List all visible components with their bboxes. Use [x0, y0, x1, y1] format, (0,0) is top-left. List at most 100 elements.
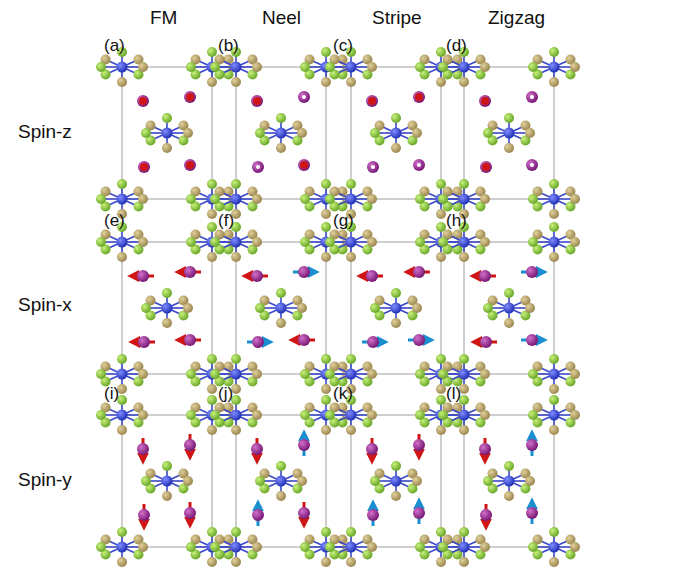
ligand-atom: [207, 47, 217, 57]
ligand-atom: [96, 237, 106, 247]
ligand-atom: [415, 369, 425, 379]
magnetic-atom: [184, 439, 196, 451]
magnetic-atom: [252, 161, 264, 173]
ligand-atom: [346, 77, 356, 87]
ligand-atom: [117, 179, 127, 189]
ligand-atom: [549, 384, 559, 394]
ligand-atom: [321, 557, 331, 567]
ligand-atom: [483, 303, 493, 313]
ligand-atom: [528, 542, 538, 552]
ligand-atom: [436, 384, 446, 394]
ligand-atom: [325, 194, 335, 204]
metal-atom: [459, 237, 470, 248]
ligand-atom: [117, 252, 127, 262]
ligand-atom: [207, 425, 217, 435]
ligand-atom: [346, 179, 356, 189]
ligand-atom: [325, 62, 335, 72]
ligand-atom: [480, 62, 490, 72]
ligand-atom: [210, 369, 220, 379]
magnetic-atom: [526, 507, 538, 519]
ligand-atom: [436, 395, 446, 405]
spin-up-mark: [140, 163, 148, 171]
column-header: Neel: [262, 8, 301, 27]
metal-atom: [231, 410, 242, 421]
ligand-atom: [297, 303, 307, 313]
metal-atom: [459, 62, 470, 73]
magnetic-atom: [526, 266, 538, 278]
ligand-atom: [346, 557, 356, 567]
metal-atom: [346, 237, 357, 248]
ligand-atom: [96, 542, 106, 552]
metal-atom: [549, 542, 560, 553]
ligand-atom: [321, 527, 331, 537]
spin-down-mark: [371, 165, 375, 169]
ligand-atom: [391, 461, 401, 471]
ligand-atom: [252, 542, 262, 552]
ligand-atom: [252, 62, 262, 72]
metal-atom: [276, 476, 287, 487]
ligand-atom: [321, 222, 331, 232]
ligand-atom: [325, 369, 335, 379]
ligand-atom: [549, 222, 559, 232]
magnetic-atom: [413, 334, 425, 346]
ligand-atom: [207, 77, 217, 87]
metal-atom: [231, 237, 242, 248]
ligand-atom: [252, 369, 262, 379]
unit-cell: [122, 415, 212, 547]
magnetic-atom: [413, 91, 425, 103]
magnetic-atom: [137, 95, 149, 107]
metal-atom: [391, 303, 402, 314]
ligand-atom: [459, 252, 469, 262]
panel-letter: (j): [218, 385, 233, 402]
magnetic-atom: [479, 95, 491, 107]
ligand-atom: [231, 527, 241, 537]
spin-down-mark: [417, 163, 421, 167]
ligand-atom: [276, 113, 286, 123]
ligand-atom: [480, 369, 490, 379]
ligand-atom: [436, 222, 446, 232]
ligand-atom: [528, 410, 538, 420]
ligand-atom: [391, 113, 401, 123]
ligand-atom: [504, 461, 514, 471]
ligand-atom: [138, 62, 148, 72]
magnetic-atom: [413, 159, 425, 171]
ligand-atom: [252, 237, 262, 247]
metal-atom: [549, 62, 560, 73]
spin-up-mark: [253, 97, 261, 105]
magnetic-atom: [367, 509, 379, 521]
structure-panel: [325, 47, 467, 219]
unit-cell: [122, 67, 212, 199]
ligand-atom: [207, 252, 217, 262]
ligand-atom: [141, 476, 151, 486]
metal-atom: [549, 237, 560, 248]
ligand-atom: [117, 77, 127, 87]
ligand-atom: [528, 194, 538, 204]
ligand-atom: [549, 557, 559, 567]
ligand-atom: [459, 527, 469, 537]
magnetic-atom: [184, 159, 196, 171]
unit-cell: [236, 67, 326, 199]
panel-letter: (h): [446, 212, 467, 229]
ligand-atom: [438, 194, 448, 204]
ligand-atom: [480, 237, 490, 247]
ligand-atom: [438, 410, 448, 420]
structure-panel: [210, 222, 352, 394]
ligand-atom: [162, 113, 172, 123]
spin-up-mark: [186, 93, 194, 101]
magnetic-atom: [480, 509, 492, 521]
unit-cell: [464, 242, 554, 374]
unit-cell: [464, 415, 554, 547]
ligand-atom: [504, 491, 514, 501]
panel-letter: (d): [446, 37, 467, 54]
ligand-atom: [300, 410, 310, 420]
ligand-atom: [391, 143, 401, 153]
ligand-atom: [370, 128, 380, 138]
ligand-atom: [570, 237, 580, 247]
ligand-atom: [210, 237, 220, 247]
magnetic-atom: [138, 161, 150, 173]
ligand-atom: [207, 209, 217, 219]
ligand-atom: [186, 62, 196, 72]
ligand-atom: [138, 194, 148, 204]
ligand-atom: [459, 557, 469, 567]
ligand-atom: [436, 354, 446, 364]
